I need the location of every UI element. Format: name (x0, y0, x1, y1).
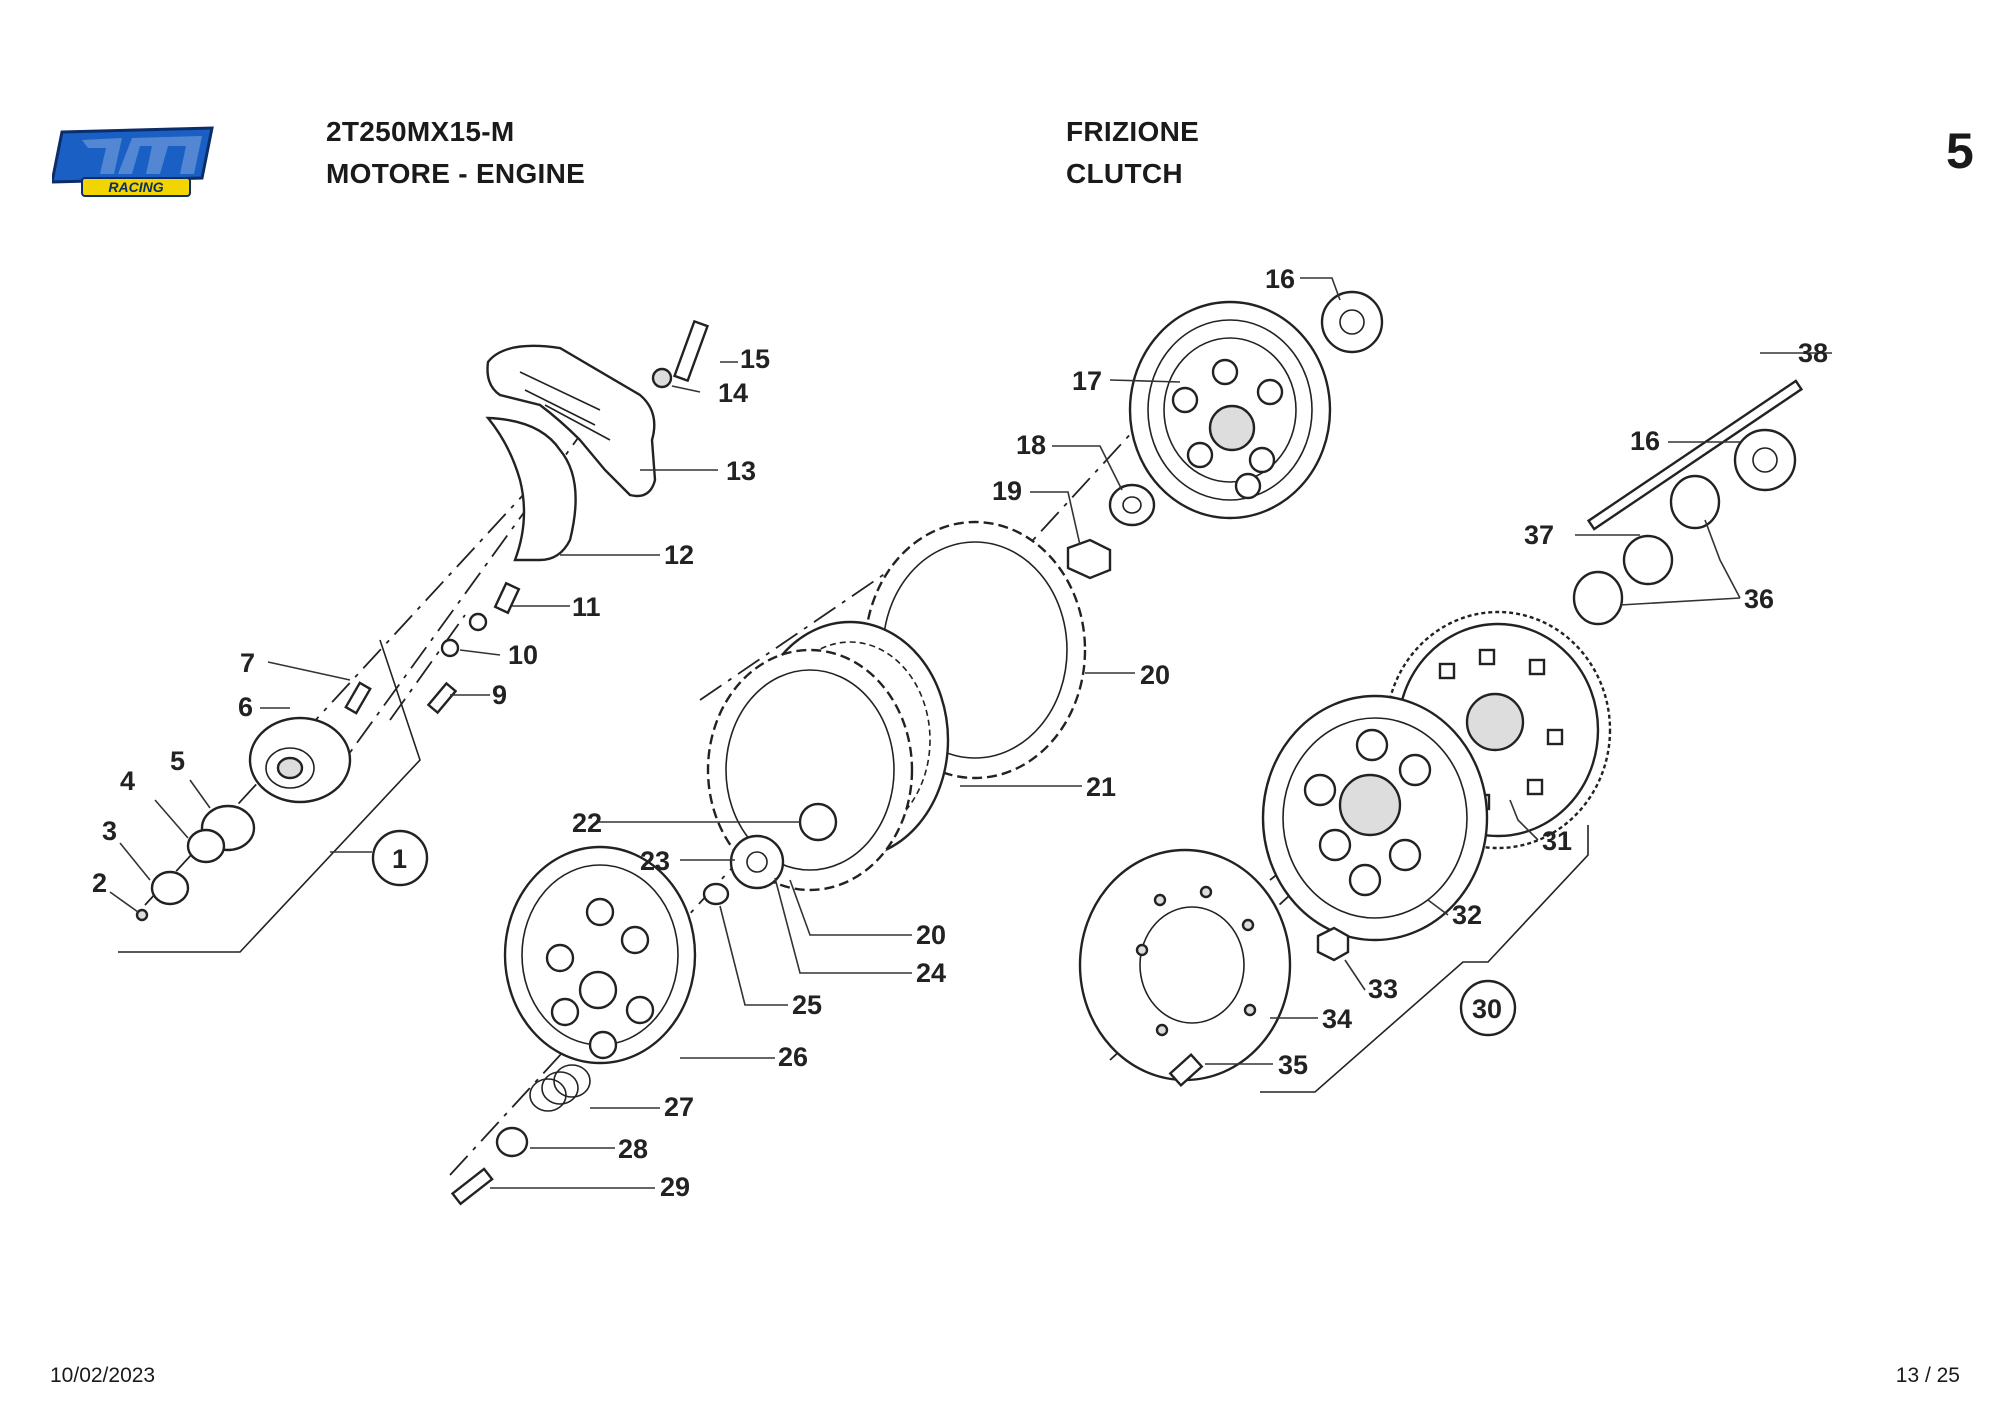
part-19-nut (1066, 538, 1112, 580)
part-16-thrust-washer-b (1733, 428, 1797, 492)
callout-25: 25 (792, 990, 822, 1020)
page-title-italian: FRIZIONE (1066, 116, 1200, 147)
callout-28: 28 (618, 1134, 648, 1164)
leader-lines (109, 277, 1832, 1189)
part-36-needle-bearing-b (1572, 570, 1624, 626)
callout-30: 30 (1472, 994, 1502, 1024)
part-14-nut (651, 367, 673, 389)
page-counter: 13 / 25 (1895, 1364, 1960, 1387)
callout-11: 11 (572, 592, 601, 622)
callout-17: 17 (1072, 366, 1102, 396)
part-7-pin (344, 681, 372, 715)
part-12-lever-plate (485, 416, 577, 562)
group-1-circle (371, 829, 429, 887)
callout-13: 13 (726, 456, 756, 486)
table-number: 5 (1946, 123, 1975, 179)
callout-37: 37 (1524, 520, 1554, 550)
callout-7: 7 (240, 648, 255, 678)
callout-24: 24 (916, 958, 946, 988)
callout-16-b: 16 (1630, 426, 1660, 456)
part-32-clutch-basket (1261, 694, 1489, 942)
part-6-housing (248, 716, 352, 804)
callout-33: 33 (1368, 974, 1398, 1004)
part-37-spacer (1622, 534, 1674, 586)
part-38-shaft (1586, 379, 1804, 531)
part-36-needle-bearing-a (1669, 474, 1721, 530)
callout-38: 38 (1798, 338, 1828, 368)
callout-36: 36 (1744, 584, 1774, 614)
callout-15: 15 (740, 344, 770, 374)
part-25-washer (702, 882, 730, 906)
model-code: 2T250MX15-M (326, 116, 515, 147)
part-9-screw (426, 681, 458, 715)
part-24-bearing (729, 834, 785, 890)
group-30-bracket (1260, 825, 1589, 1093)
callout-9: 9 (492, 680, 507, 710)
callout-3: 3 (102, 816, 117, 846)
callout-27: 27 (664, 1092, 694, 1122)
part-27-springs (529, 1064, 591, 1112)
page-title-english: CLUTCH (1066, 158, 1183, 189)
tm-racing-logo: RACING (52, 126, 214, 197)
callout-16-a: 16 (1265, 264, 1295, 294)
part-4-seal (186, 828, 226, 864)
callout-21: 21 (1086, 772, 1116, 802)
callout-5: 5 (170, 746, 185, 776)
part-10-washer-b (440, 638, 460, 658)
callout-32: 32 (1452, 900, 1482, 930)
group-30-circle (1459, 979, 1517, 1037)
logo-subtext: RACING (108, 179, 163, 195)
callout-22: 22 (572, 808, 602, 838)
callout-6: 6 (238, 692, 253, 722)
section-title: MOTORE - ENGINE (326, 158, 586, 189)
callout-2: 2 (92, 868, 107, 898)
group-1-bracket (118, 639, 421, 953)
part-16-thrust-washer-a (1320, 290, 1384, 354)
callout-34: 34 (1322, 1004, 1352, 1034)
callout-31: 31 (1542, 826, 1572, 856)
callout-18: 18 (1016, 430, 1046, 460)
part-15-bolt (672, 319, 710, 383)
part-34-cush-disc (1078, 848, 1292, 1082)
part-26-pressure-plate (503, 845, 697, 1065)
callout-35: 35 (1278, 1050, 1308, 1080)
part-29-screw (450, 1167, 494, 1206)
part-3-ball (150, 870, 190, 906)
callout-14: 14 (718, 378, 748, 408)
callout-29: 29 (660, 1172, 690, 1202)
part-13-lever-bracket (486, 344, 657, 498)
part-35-screw (1168, 1052, 1204, 1088)
callout-12: 12 (664, 540, 694, 570)
part-2-ball-small (135, 908, 149, 922)
part-11-screw (493, 581, 521, 615)
callout-23: 23 (640, 846, 670, 876)
part-22-pushrod-mushroom (798, 802, 838, 842)
print-date: 10/02/2023 (50, 1364, 156, 1387)
part-17-clutch-hub (1128, 300, 1332, 520)
part-20-friction-plate-b (706, 648, 914, 892)
part-18-washer (1108, 483, 1156, 527)
part-33-nut (1316, 926, 1350, 962)
callout-26: 26 (778, 1042, 808, 1072)
part-10-washer-a (468, 612, 488, 632)
part-28-washer (495, 1126, 529, 1158)
callout-4: 4 (120, 766, 135, 796)
callout-20-a: 20 (1140, 660, 1170, 690)
callout-10: 10 (508, 640, 538, 670)
callout-1: 1 (392, 844, 407, 874)
callout-20-b: 20 (916, 920, 946, 950)
callout-19: 19 (992, 476, 1022, 506)
